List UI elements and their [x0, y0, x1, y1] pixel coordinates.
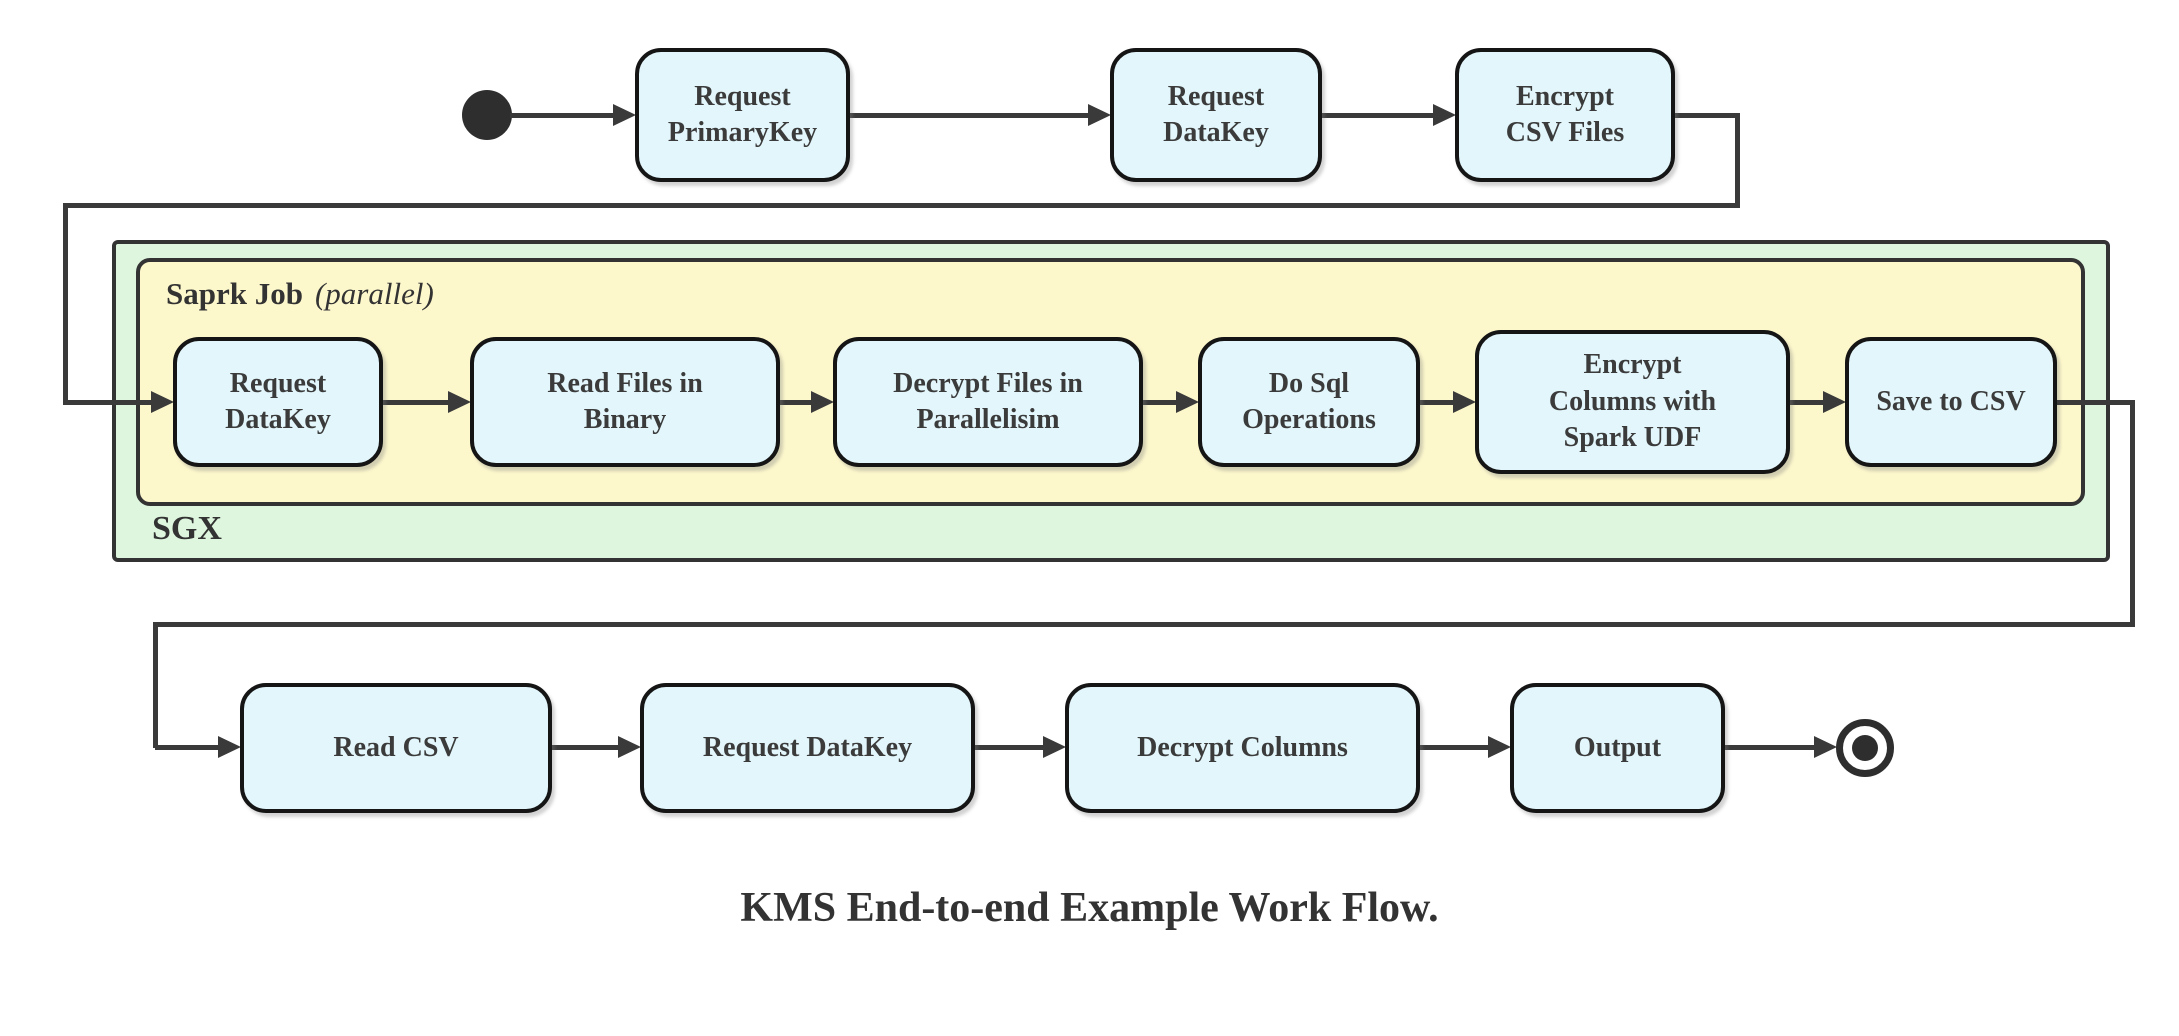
start-state-icon [462, 90, 512, 140]
connector-line [2130, 400, 2135, 627]
connector-line [153, 622, 158, 748]
spark-job-label-text: Saprk Job [166, 276, 303, 311]
arrowhead-icon [613, 104, 636, 126]
connector-line [1790, 400, 1825, 405]
arrowhead-icon [1453, 391, 1476, 413]
flow-node-read-csv: Read CSV [240, 683, 552, 813]
arrowhead-icon [618, 736, 641, 758]
spark-job-qualifier: (parallel) [314, 276, 434, 311]
connector-line [155, 745, 220, 750]
arrowhead-icon [1433, 104, 1456, 126]
flow-node-decrypt-columns: Decrypt Columns [1065, 683, 1420, 813]
arrowhead-icon [811, 391, 834, 413]
flow-node-request-datakey-sgx: Request DataKey [173, 337, 383, 467]
connector-line [65, 400, 153, 405]
connector-line [552, 745, 620, 750]
diagram-caption: KMS End-to-end Example Work Flow. [740, 885, 1439, 931]
connector-line [2057, 400, 2135, 405]
connector-line [63, 203, 1740, 208]
flow-node-request-primarykey: Request PrimaryKey [635, 48, 850, 182]
connector-line [1143, 400, 1178, 405]
arrowhead-icon [1176, 391, 1199, 413]
connector-line [1675, 113, 1740, 118]
flow-node-output: Output [1510, 683, 1725, 813]
connector-line [1420, 400, 1455, 405]
connector-line [153, 622, 2135, 627]
sgx-label: SGX [152, 510, 222, 547]
flow-node-decrypt-files-in-parallelisim: Decrypt Files in Parallelisim [833, 337, 1143, 467]
arrowhead-icon [1088, 104, 1111, 126]
connector-line [975, 745, 1045, 750]
arrowhead-icon [1043, 736, 1066, 758]
spark-job-label: Saprk Job (parallel) [166, 276, 434, 312]
connector-line [850, 113, 1090, 118]
connector-line [1735, 113, 1740, 208]
end-state-icon [1836, 719, 1894, 777]
flow-node-encrypt-csv-files: Encrypt CSV Files [1455, 48, 1675, 182]
connector-line [1420, 745, 1490, 750]
flow-node-read-files-in-binary: Read Files in Binary [470, 337, 780, 467]
connector-line [510, 113, 614, 118]
arrowhead-icon [1823, 391, 1846, 413]
arrowhead-icon [1814, 736, 1837, 758]
connector-line [780, 400, 813, 405]
arrowhead-icon [151, 391, 174, 413]
connector-line [1725, 745, 1816, 750]
flow-node-save-to-csv: Save to CSV [1845, 337, 2057, 467]
flow-node-encrypt-columns-with-spark-udf: Encrypt Columns with Spark UDF [1475, 330, 1790, 474]
end-state-dot [1852, 735, 1878, 761]
connector-line [383, 400, 450, 405]
connector-line [1322, 113, 1435, 118]
connector-line [63, 203, 68, 405]
arrowhead-icon [1488, 736, 1511, 758]
arrowhead-icon [448, 391, 471, 413]
flow-node-do-sql-operations: Do Sql Operations [1198, 337, 1420, 467]
flow-node-request-datakey: Request DataKey [1110, 48, 1322, 182]
flow-node-request-datakey-out: Request DataKey [640, 683, 975, 813]
arrowhead-icon [218, 736, 241, 758]
